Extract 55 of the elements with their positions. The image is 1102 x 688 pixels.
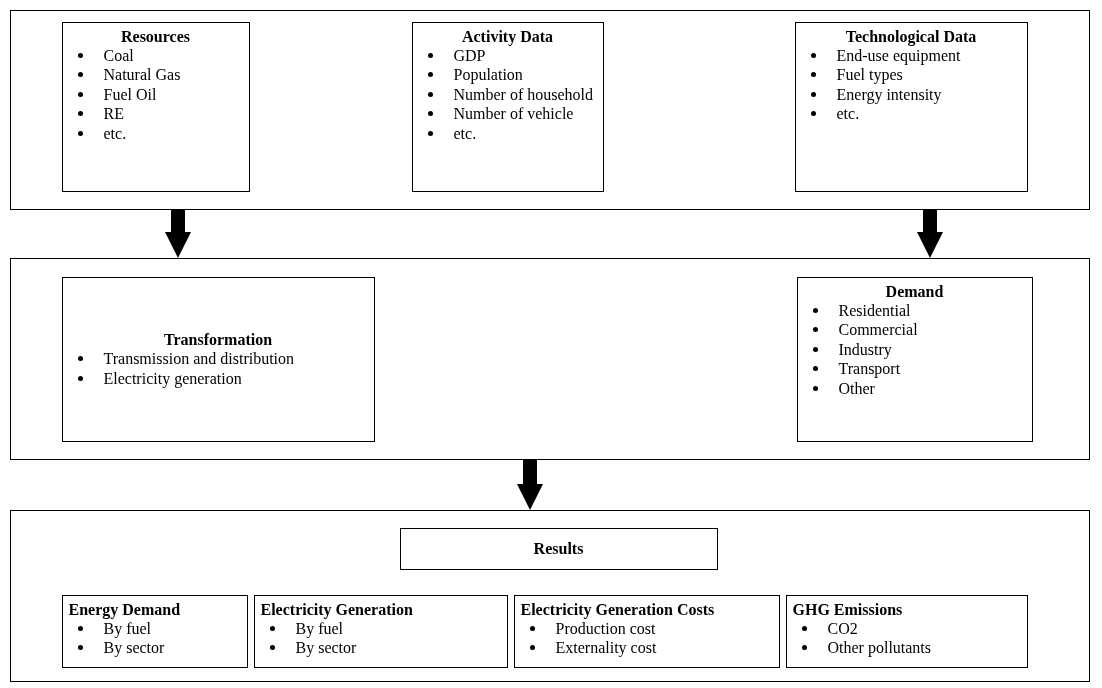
band-panel <box>10 510 1090 682</box>
box-heading: Results <box>532 539 585 558</box>
bullet-item: Externality cost <box>555 639 657 656</box>
bullet-item: Residential <box>838 301 911 319</box>
bullet-item: RE <box>103 105 124 122</box>
box-heading: Transformation <box>162 330 274 349</box>
box-heading: Electricity Generation <box>260 599 414 619</box>
bullet-item: Population <box>453 66 523 83</box>
text-box <box>61 21 250 192</box>
box-heading: Activity Data <box>460 26 555 46</box>
bullet-item: By fuel <box>295 619 344 637</box>
box-heading: GHG Emissions <box>792 599 904 619</box>
bullet-item: etc. <box>836 105 860 122</box>
bullet-item: Industry <box>838 340 892 358</box>
bullet-item: Other <box>838 379 875 397</box>
band-panel <box>10 258 1090 460</box>
box-heading: Technological Data <box>844 26 978 46</box>
text-box <box>513 594 780 668</box>
box-heading: Demand <box>884 281 945 301</box>
bullet-item: Number of household <box>453 85 594 103</box>
block-arrow <box>165 210 191 258</box>
text-box <box>796 276 1033 442</box>
box-heading: Electricity Generation Costs <box>520 599 716 619</box>
text-box <box>399 527 718 570</box>
text-box <box>411 21 604 192</box>
bullet-item: End-use equipment <box>836 46 961 64</box>
bullet-item: Fuel Oil <box>103 85 157 103</box>
bullet-item: Transmission and distribution <box>103 350 295 367</box>
text-box <box>61 594 248 668</box>
bullet-item: Coal <box>103 46 134 64</box>
bullet-item: Fuel types <box>836 66 903 83</box>
bullet-item: Production cost <box>555 619 656 637</box>
box-heading: Resources <box>120 26 191 46</box>
text-box <box>794 21 1028 192</box>
text-box <box>253 594 508 668</box>
bullet-item: GDP <box>453 46 486 64</box>
bullet-item: Energy intensity <box>836 85 942 103</box>
bullet-item: Transport <box>838 360 901 377</box>
text-box <box>785 594 1028 668</box>
bullet-item: Number of vehicle <box>453 105 574 122</box>
band-panel <box>10 10 1090 210</box>
bullet-item: etc. <box>103 124 127 142</box>
block-arrow <box>517 460 543 510</box>
box-heading: Energy Demand <box>68 599 182 619</box>
bullet-item: Other pollutants <box>827 639 932 656</box>
bullet-item: Natural Gas <box>103 66 181 83</box>
bullet-item: etc. <box>453 124 477 142</box>
bullet-item: By fuel <box>103 619 152 637</box>
bullet-item: By sector <box>103 639 165 656</box>
bullet-item: Commercial <box>838 321 918 338</box>
bullet-item: By sector <box>295 639 357 656</box>
bullet-item: CO2 <box>827 619 858 637</box>
block-arrow <box>917 210 943 258</box>
bullet-item: Electricity generation <box>103 369 242 387</box>
text-box <box>61 276 375 442</box>
